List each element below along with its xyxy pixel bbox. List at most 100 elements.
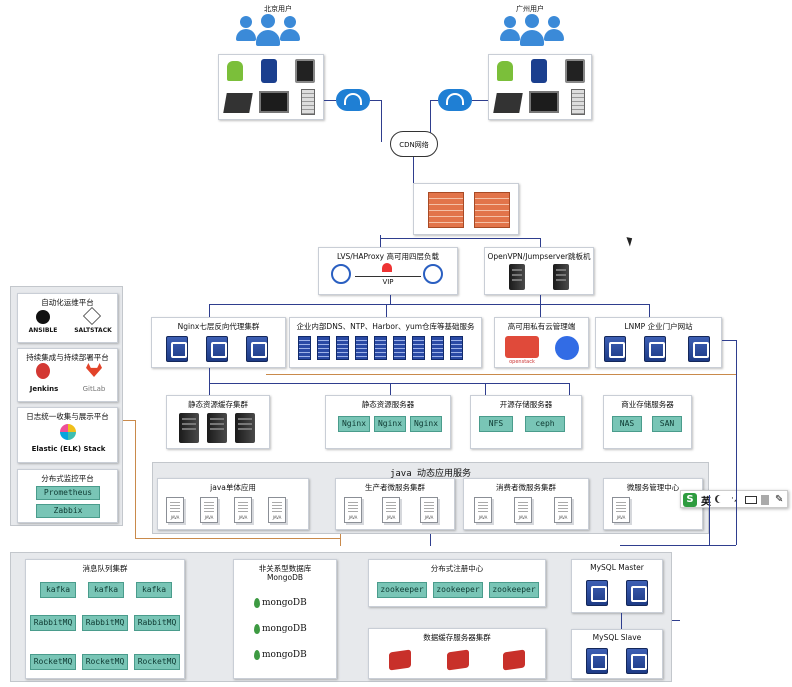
redis-icon xyxy=(447,649,469,671)
phone-icon xyxy=(531,59,547,83)
nosql-title: 非关系型数据库 xyxy=(258,564,312,573)
cache-title: 数据缓存服务器集群 xyxy=(423,633,491,642)
open-storage-title: 开源存储服务器 xyxy=(499,400,553,409)
mysql-slave-title: MySQL Slave xyxy=(592,633,642,642)
server-icon xyxy=(644,336,666,362)
jumpserver-panel: OpenVPN/Jumpserver跳板机 xyxy=(484,247,594,295)
biz-storage-panel: 商业存储服务器 NAS SAN xyxy=(603,395,692,449)
consumer-panel: 消费者微服务集群 JAVA JAVA JAVA xyxy=(463,478,589,530)
ci-panel: 持续集成与持续部署平台 Jenkins GitLab xyxy=(17,348,118,402)
server-icon xyxy=(166,336,188,362)
redis-icon xyxy=(503,649,525,671)
java-app-icon: JAVA xyxy=(382,497,400,523)
java-app-icon: JAVA xyxy=(612,497,630,523)
java-app-icon: JAVA xyxy=(474,497,492,523)
rocketmq-node: RocketMQ xyxy=(30,654,76,670)
zookeeper-node: zookeeper xyxy=(377,582,427,598)
laptop-icon xyxy=(493,93,523,113)
cache-panel: 数据缓存服务器集群 xyxy=(368,628,546,679)
rack-icon xyxy=(336,336,349,360)
mq-title: 消息队列集群 xyxy=(82,564,128,573)
nginx-node: Nginx xyxy=(338,416,370,432)
lb-node-icon xyxy=(331,264,351,284)
server-icon xyxy=(604,336,626,362)
rack-icon xyxy=(317,336,330,360)
elk-label: Elastic (ELK) Stack xyxy=(31,445,106,453)
punct-icon[interactable]: ·, xyxy=(731,494,737,504)
java-monolith-title: java单体应用 xyxy=(210,483,256,492)
java-app-icon: JAVA xyxy=(344,497,362,523)
moon-icon[interactable] xyxy=(717,495,725,503)
open-storage-panel: 开源存储服务器 NFS ceph xyxy=(470,395,582,449)
java-monolith-panel: java单体应用 JAVA JAVA JAVA JAVA xyxy=(157,478,309,530)
laptop-icon xyxy=(223,93,253,113)
java-app-icon: JAVA xyxy=(554,497,572,523)
ansible-icon xyxy=(36,310,50,324)
database-server-icon xyxy=(626,580,648,606)
automation-panel: 自动化运维平台 ANSIBLE SALTSTACK xyxy=(17,293,118,343)
java-app-icon: JAVA xyxy=(514,497,532,523)
biz-storage-title: 商业存储服务器 xyxy=(621,400,674,409)
static-cache-title: 静态资源缓存集群 xyxy=(188,400,248,409)
server-icon xyxy=(301,89,315,115)
server-icon xyxy=(179,413,199,443)
rabbitmq-node: RabbitMQ xyxy=(30,615,76,631)
desktop-icon xyxy=(259,91,289,113)
ime-toolbar[interactable]: S 英 ·, ✎ xyxy=(680,490,788,508)
automation-title: 自动化运维平台 xyxy=(41,298,94,307)
firewall-icon xyxy=(428,192,464,228)
mongodb-label: mongoDB xyxy=(262,598,307,608)
saltstack-icon xyxy=(82,306,102,326)
static-server-title: 静态资源服务器 xyxy=(361,400,415,409)
lb-title: LVS/HAProxy 高可用四层负载 xyxy=(337,252,439,261)
ceph-node: ceph xyxy=(525,416,565,432)
zookeeper-node: zookeeper xyxy=(433,582,483,598)
java-app-icon: JAVA xyxy=(268,497,286,523)
rack-icon xyxy=(298,336,311,360)
log-panel: 日志统一收集与展示平台 Elastic (ELK) Stack xyxy=(17,407,118,463)
gitlab-icon xyxy=(86,363,102,377)
saltstack-label: SALTSTACK xyxy=(74,327,112,334)
registry-panel: 分布式注册中心 zookeeper zookeeper zookeeper xyxy=(368,559,546,607)
nginx-proxy-title: Nginx七层反向代理集群 xyxy=(177,322,260,331)
ops-sidebar: 自动化运维平台 ANSIBLE SALTSTACK 持续集成与持续部署平台 Je… xyxy=(10,286,123,526)
cdn-cloud xyxy=(390,131,438,157)
jumpserver-title: OpenVPN/Jumpserver跳板机 xyxy=(487,252,591,261)
rack-icon xyxy=(374,336,387,360)
rack-icon xyxy=(450,336,463,360)
infra-services-title: 企业内部DNS、NTP、Harbor、yum仓库等基础服务 xyxy=(296,322,475,331)
keyboard-icon[interactable] xyxy=(745,496,757,504)
ime-mode[interactable]: 英 xyxy=(701,497,711,508)
mouse-cursor-icon xyxy=(626,235,635,247)
java-app-icon: JAVA xyxy=(200,497,218,523)
elastic-icon xyxy=(60,424,76,440)
mysql-master-title: MySQL Master xyxy=(590,563,644,572)
server-icon xyxy=(206,336,228,362)
guangzhou-users-label: 广州用户 xyxy=(516,5,544,13)
desktop-icon xyxy=(529,91,559,113)
mongodb-label: mongoDB xyxy=(262,624,307,634)
static-server-panel: 静态资源服务器 Nginx Nginx Nginx xyxy=(325,395,451,449)
kafka-node: kafka xyxy=(136,582,172,598)
firewall-icon xyxy=(474,192,510,228)
log-title: 日志统一收集与展示平台 xyxy=(26,412,109,421)
zookeeper-node: zookeeper xyxy=(489,582,539,598)
prometheus-node: Prometheus xyxy=(36,486,100,500)
skin-icon[interactable] xyxy=(761,495,769,505)
mgmt-title: 微服务管理中心 xyxy=(626,483,680,492)
mq-panel: 消息队列集群 kafka kafka kafka RabbitMQ Rabbit… xyxy=(25,559,185,679)
sogou-icon[interactable]: S xyxy=(683,493,697,507)
android-icon xyxy=(497,61,513,81)
lb-node-icon xyxy=(423,264,443,284)
users-icon xyxy=(236,14,302,54)
kafka-node: kafka xyxy=(40,582,76,598)
android-icon xyxy=(227,61,243,81)
wifi-icon xyxy=(344,93,362,105)
server-icon xyxy=(571,89,585,115)
monitor-panel: 分布式监控平台 Prometheus Zabbix xyxy=(17,469,118,523)
tablet-icon xyxy=(295,59,315,83)
database-server-icon xyxy=(626,648,648,674)
wrench-icon[interactable]: ✎ xyxy=(775,494,784,505)
kafka-node: kafka xyxy=(88,582,124,598)
java-app-icon: JAVA xyxy=(234,497,252,523)
